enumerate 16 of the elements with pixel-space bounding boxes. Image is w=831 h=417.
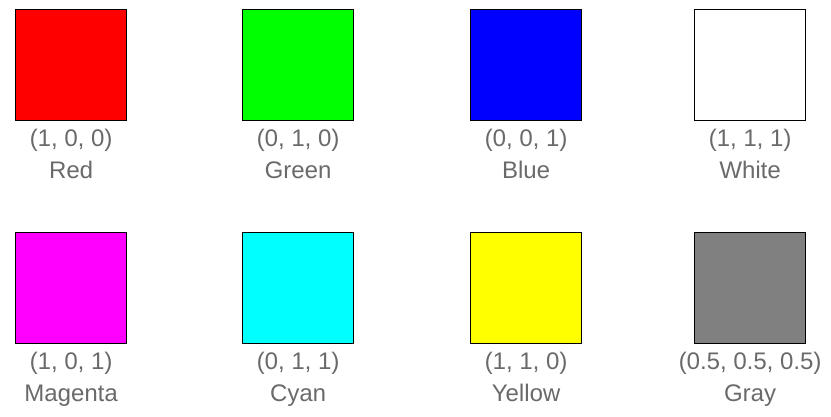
- color-name: Cyan: [270, 379, 326, 409]
- rgb-value: (1, 1, 0): [484, 347, 568, 377]
- rgb-value: (0, 1, 0): [256, 124, 340, 154]
- rgb-value: (0, 1, 1): [256, 347, 340, 377]
- rgb-value: (1, 1, 1): [708, 124, 792, 154]
- color-name: Yellow: [492, 379, 560, 409]
- color-name: White: [719, 156, 781, 186]
- color-name: Red: [48, 156, 94, 186]
- color-name: Blue: [502, 156, 550, 186]
- rgb-value: (0, 0, 1): [484, 124, 568, 154]
- rgb-value: (1, 0, 0): [30, 124, 112, 154]
- color-name: Green: [264, 156, 332, 186]
- color-name: Magenta: [24, 379, 118, 409]
- color-name: Gray: [724, 379, 776, 409]
- rgb-value: (0.5, 0.5, 0.5): [678, 347, 822, 377]
- rgb-value: (1, 0, 1): [30, 347, 112, 377]
